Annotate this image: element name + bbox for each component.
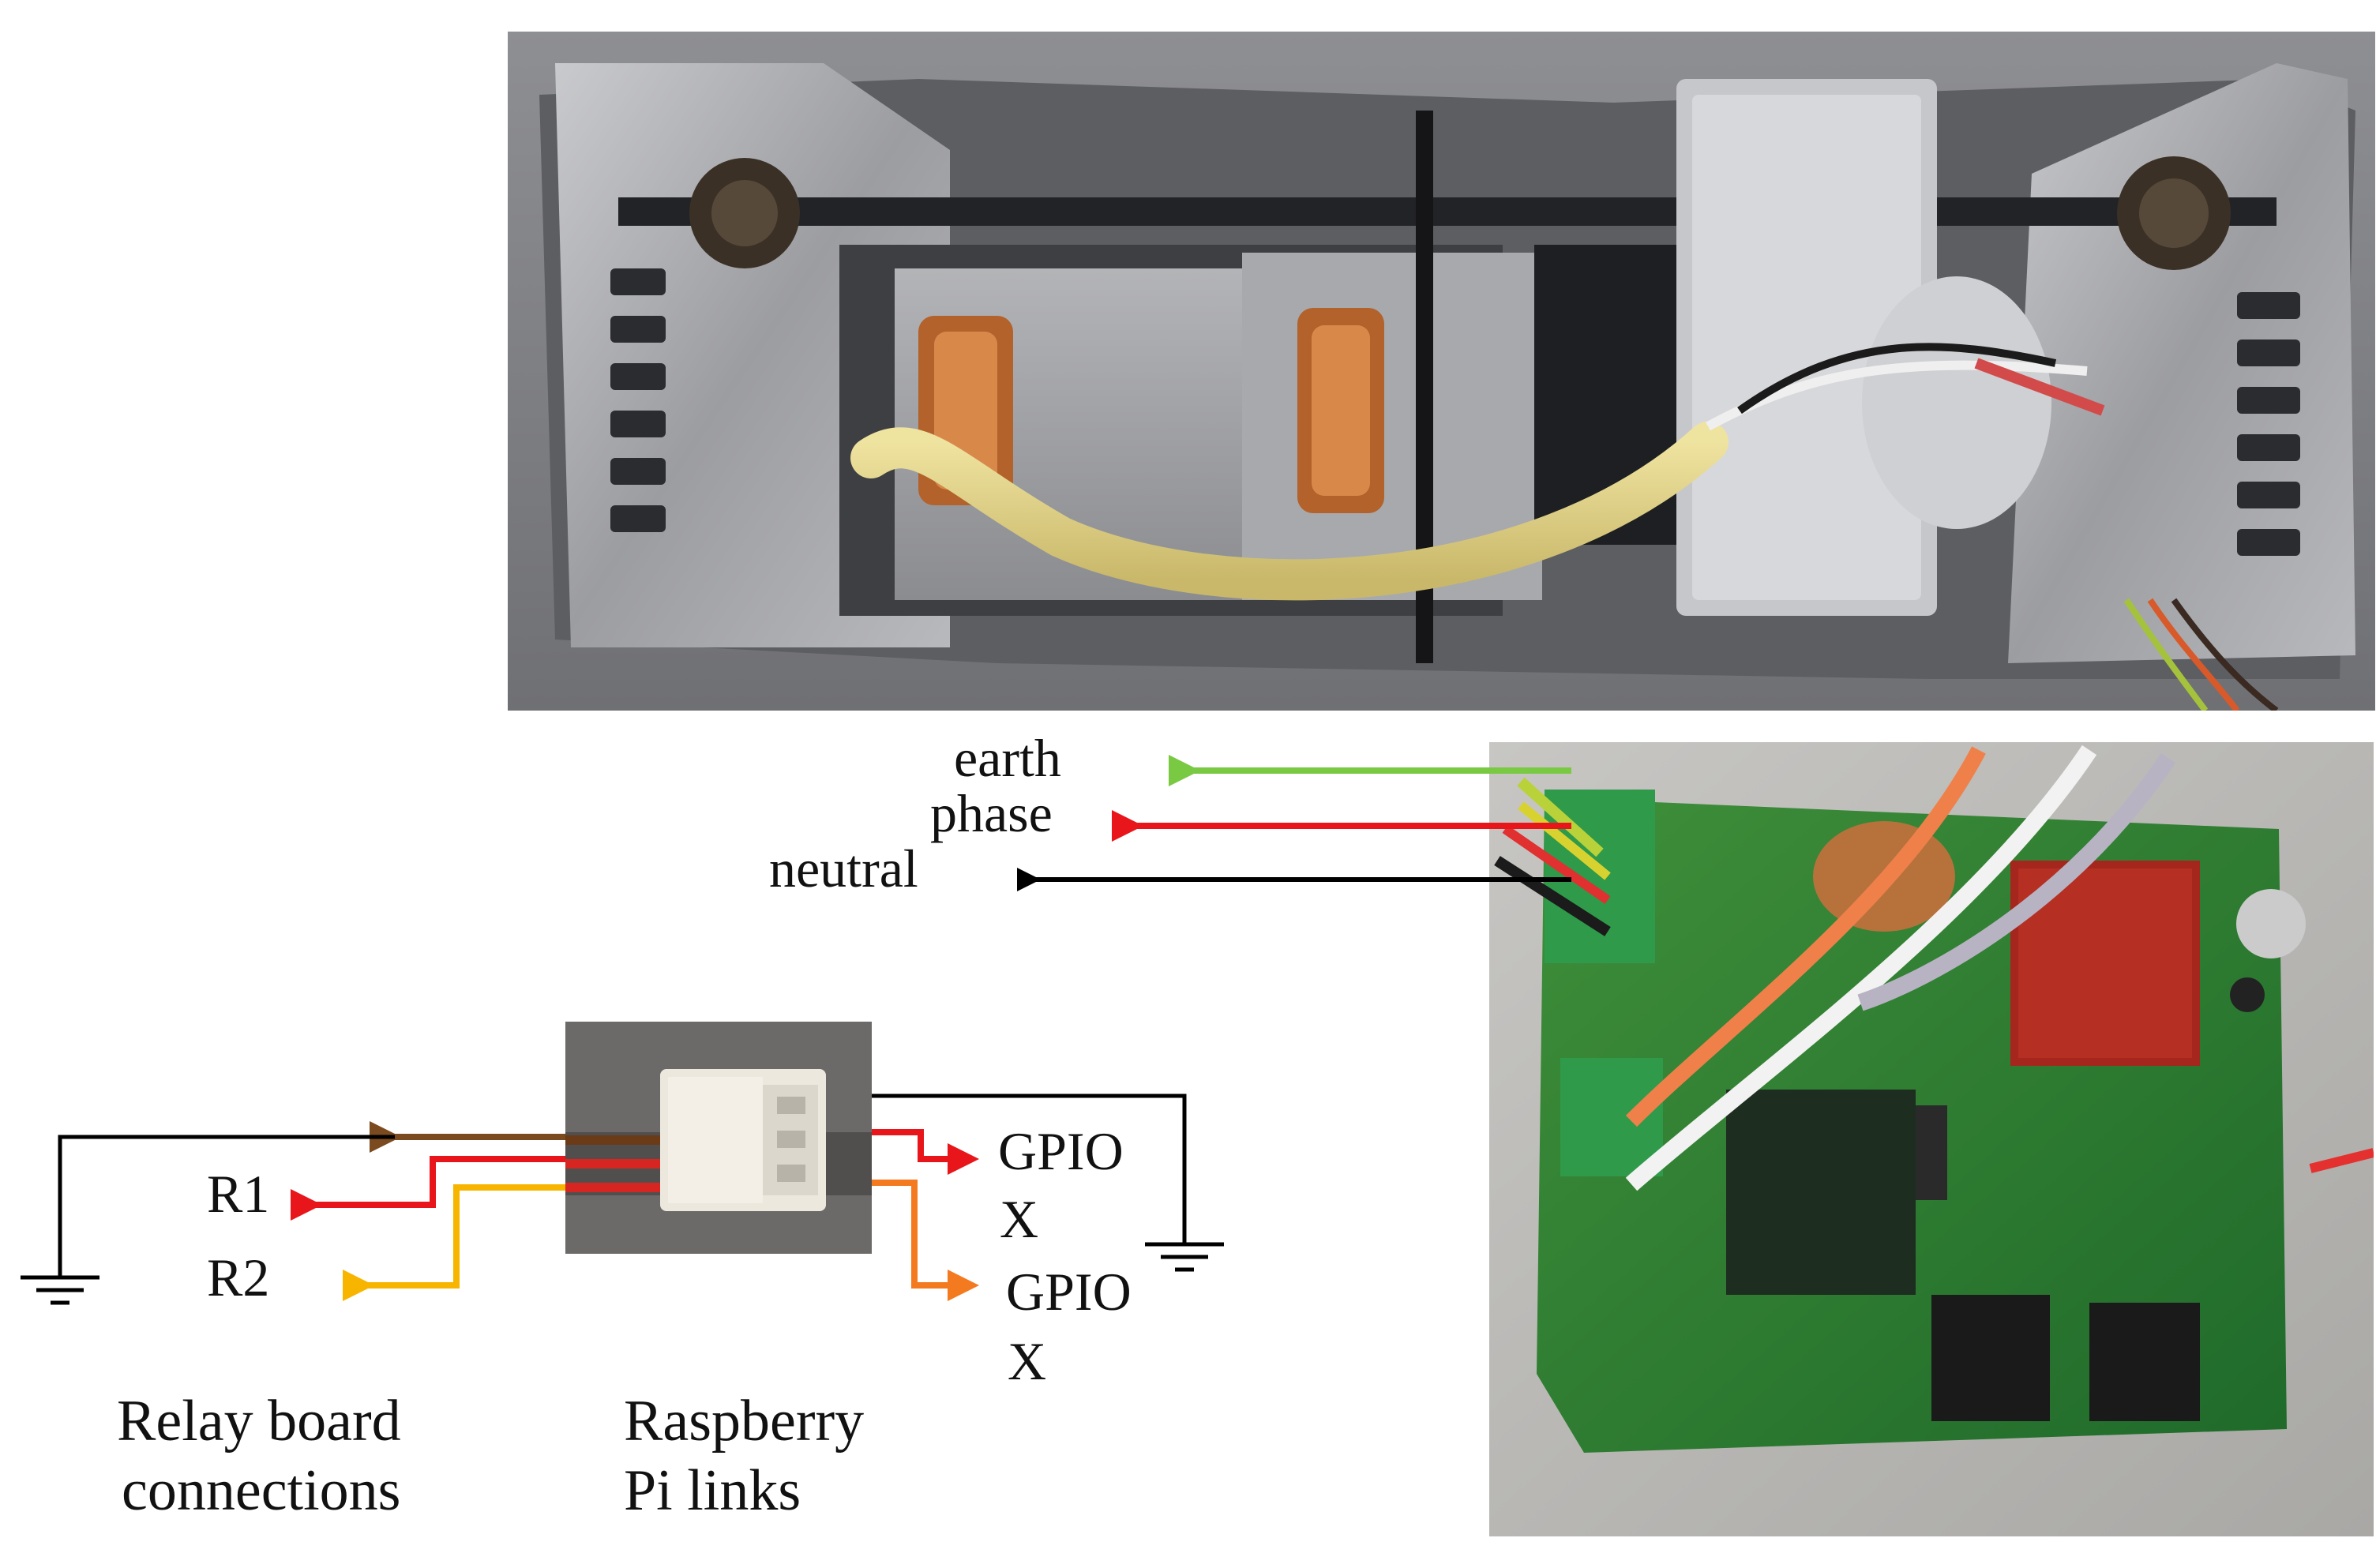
relay-caption-line1: Relay board — [117, 1389, 401, 1454]
motor-assembly-illustration — [508, 32, 2375, 711]
r1-label: R1 — [207, 1164, 270, 1224]
earth-label: earth — [954, 728, 1061, 788]
pi-ground-wire — [872, 1093, 1187, 1244]
phase-label: phase — [930, 783, 1053, 843]
relay-ground-symbol — [21, 1275, 99, 1305]
gpio-a-wire — [872, 1129, 979, 1175]
r2-wire — [343, 1184, 565, 1301]
relay-board-photo — [1489, 742, 2374, 1536]
gpio-b-label: GPIO — [1006, 1262, 1132, 1322]
relay-board-illustration — [1489, 742, 2374, 1536]
motor-assembly-photo — [508, 32, 2375, 711]
relay-caption-line2: connections — [122, 1458, 401, 1523]
pi-caption-line2: Pi links — [624, 1458, 801, 1523]
r2-label: R2 — [207, 1247, 270, 1307]
pi-caption-line1: Raspberry — [624, 1389, 865, 1454]
gpio-b-pin-label: X — [1008, 1331, 1047, 1391]
gpio-a-label: GPIO — [998, 1121, 1124, 1181]
connector-photo — [565, 1022, 872, 1254]
relay-ground-wire — [58, 1135, 395, 1277]
gpio-b-wire — [872, 1180, 979, 1301]
neutral-label: neutral — [769, 838, 918, 898]
connector-illustration — [565, 1022, 872, 1254]
gpio-a-pin-label: X — [1000, 1189, 1039, 1249]
r1-wire — [291, 1156, 565, 1221]
pi-ground-symbol — [1145, 1242, 1224, 1272]
